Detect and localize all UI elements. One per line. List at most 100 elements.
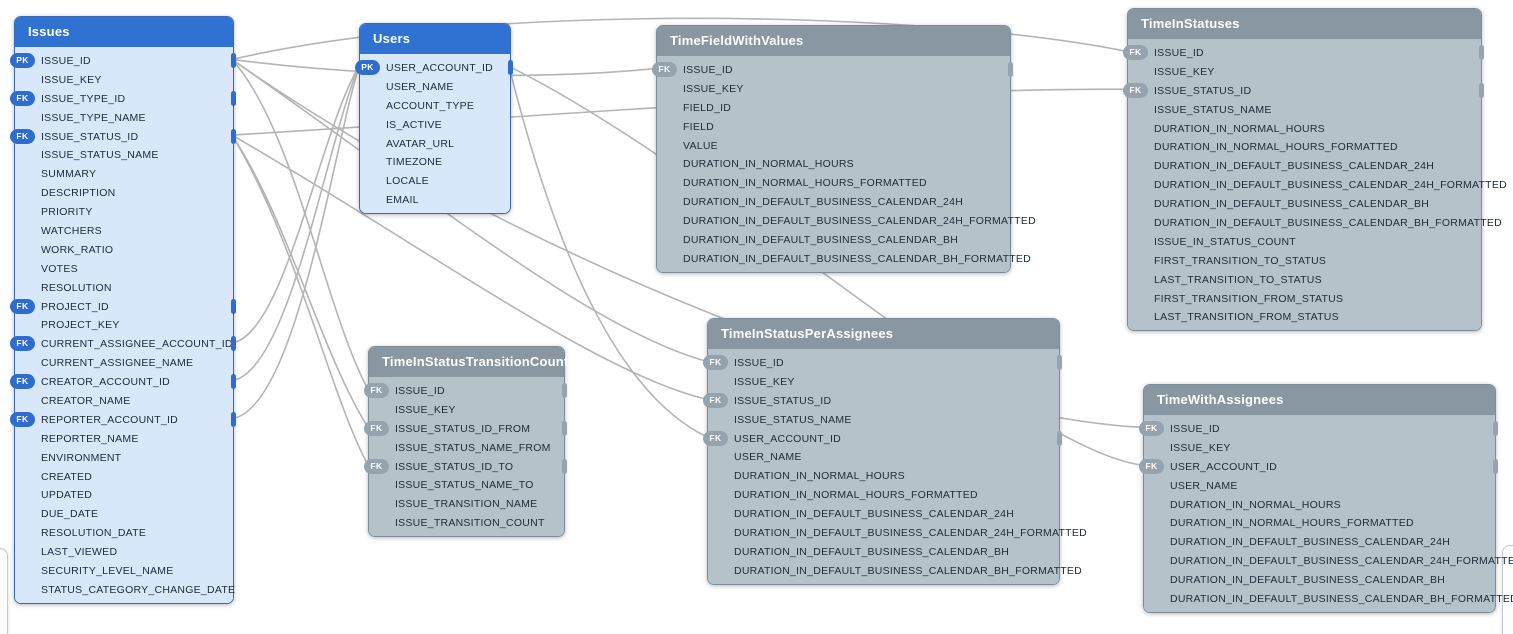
field-row-duration_in_default_business_calendar_24h_formatted[interactable]: DURATION_IN_DEFAULT_BUSINESS_CALENDAR_24… [708,523,1087,542]
field-row-last_transition_to_status[interactable]: LAST_TRANSITION_TO_STATUS [1128,270,1481,289]
field-row-duration_in_default_business_calendar_24h[interactable]: DURATION_IN_DEFAULT_BUSINESS_CALENDAR_24… [708,504,1059,523]
field-row-duration_in_normal_hours[interactable]: DURATION_IN_NORMAL_HOURS [1128,119,1481,138]
field-row-issue_key[interactable]: ISSUE_KEY [657,79,1010,98]
table-header-time-field-with-values[interactable]: TimeFieldWithValues [657,26,1010,56]
field-row-status_category_change_date[interactable]: STATUS_CATEGORY_CHANGE_DATE [15,580,235,599]
field-row-created[interactable]: CREATED [15,467,233,486]
field-row-last_transition_from_status[interactable]: LAST_TRANSITION_FROM_STATUS [1128,307,1481,326]
field-row-environment[interactable]: ENVIRONMENT [15,448,233,467]
field-row-duration_in_normal_hours[interactable]: DURATION_IN_NORMAL_HOURS [657,154,1010,173]
field-row-duration_in_normal_hours_formatted[interactable]: DURATION_IN_NORMAL_HOURS_FORMATTED [1144,513,1495,532]
field-row-work_ratio[interactable]: WORK_RATIO [15,240,233,259]
field-row-duration_in_default_business_calendar_bh_formatted[interactable]: DURATION_IN_DEFAULT_BUSINESS_CALENDAR_BH… [708,561,1082,580]
field-row-duration_in_default_business_calendar_bh_formatted[interactable]: DURATION_IN_DEFAULT_BUSINESS_CALENDAR_BH… [1144,589,1513,608]
field-row-field[interactable]: FIELD [657,117,1010,136]
field-row-issue_type_name[interactable]: ISSUE_TYPE_NAME [15,108,233,127]
field-row-issue_transition_count[interactable]: ISSUE_TRANSITION_COUNT [369,513,564,532]
field-row-email[interactable]: EMAIL [360,190,510,209]
field-row-issue_status_name_to[interactable]: ISSUE_STATUS_NAME_TO [369,475,564,494]
field-row-duration_in_normal_hours_formatted[interactable]: DURATION_IN_NORMAL_HOURS_FORMATTED [708,485,1059,504]
field-row-duration_in_default_business_calendar_24h_formatted[interactable]: DURATION_IN_DEFAULT_BUSINESS_CALENDAR_24… [1144,551,1513,570]
field-row-field_id[interactable]: FIELD_ID [657,98,1010,117]
field-row-duration_in_normal_hours_formatted[interactable]: DURATION_IN_NORMAL_HOURS_FORMATTED [657,173,1010,192]
table-header-time-in-statuses[interactable]: TimeInStatuses [1128,9,1481,39]
field-row-first_transition_to_status[interactable]: FIRST_TRANSITION_TO_STATUS [1128,251,1481,270]
field-row-issue_key[interactable]: ISSUE_KEY [1128,62,1481,81]
field-row-locale[interactable]: LOCALE [360,171,510,190]
field-row-issue_key[interactable]: ISSUE_KEY [708,372,1059,391]
field-row-issue_status_name[interactable]: ISSUE_STATUS_NAME [1128,100,1481,119]
field-row-resolution_date[interactable]: RESOLUTION_DATE [15,523,233,542]
field-row-duration_in_default_business_calendar_24h_formatted[interactable]: DURATION_IN_DEFAULT_BUSINESS_CALENDAR_24… [657,211,1036,230]
field-row-issue_key[interactable]: ISSUE_KEY [15,70,233,89]
field-row-last_viewed[interactable]: LAST_VIEWED [15,542,233,561]
field-row-summary[interactable]: SUMMARY [15,164,233,183]
field-row-duration_in_default_business_calendar_24h[interactable]: DURATION_IN_DEFAULT_BUSINESS_CALENDAR_24… [1144,532,1495,551]
field-row-description[interactable]: DESCRIPTION [15,183,233,202]
field-row-duration_in_default_business_calendar_bh[interactable]: DURATION_IN_DEFAULT_BUSINESS_CALENDAR_BH [657,230,1010,249]
field-row-timezone[interactable]: TIMEZONE [360,152,510,171]
field-row-user_name[interactable]: USER_NAME [360,77,510,96]
field-row-duration_in_default_business_calendar_24h[interactable]: DURATION_IN_DEFAULT_BUSINESS_CALENDAR_24… [1128,156,1481,175]
field-row-duration_in_default_business_calendar_24h_formatted[interactable]: DURATION_IN_DEFAULT_BUSINESS_CALENDAR_24… [1128,175,1507,194]
table-header-time-with-assignees[interactable]: TimeWithAssignees [1144,385,1495,415]
field-row-duration_in_default_business_calendar_24h[interactable]: DURATION_IN_DEFAULT_BUSINESS_CALENDAR_24… [657,192,1010,211]
field-row-security_level_name[interactable]: SECURITY_LEVEL_NAME [15,561,233,580]
field-row-user_name[interactable]: USER_NAME [1144,476,1495,495]
field-row-duration_in_default_business_calendar_bh[interactable]: DURATION_IN_DEFAULT_BUSINESS_CALENDAR_BH [1144,570,1495,589]
field-row-issue_transition_name[interactable]: ISSUE_TRANSITION_NAME [369,494,564,513]
field-row-due_date[interactable]: DUE_DATE [15,504,233,523]
table-header-time-in-status-transition-count[interactable]: TimeInStatusTransitionCount [369,347,568,377]
field-row-duration_in_default_business_calendar_bh[interactable]: DURATION_IN_DEFAULT_BUSINESS_CALENDAR_BH [708,542,1059,561]
field-row-resolution[interactable]: RESOLUTION [15,278,233,297]
field-row-is_active[interactable]: IS_ACTIVE [360,115,510,134]
field-row-current_assignee_name[interactable]: CURRENT_ASSIGNEE_NAME [15,353,233,372]
field-row-reporter_name[interactable]: REPORTER_NAME [15,429,233,448]
field-row-user_name[interactable]: USER_NAME [708,447,1059,466]
field-row-votes[interactable]: VOTES [15,259,233,278]
field-row-value[interactable]: VALUE [657,136,1010,155]
field-row-issue_key[interactable]: ISSUE_KEY [1144,438,1495,457]
field-row-issue_in_status_count[interactable]: ISSUE_IN_STATUS_COUNT [1128,232,1481,251]
field-row-duration_in_normal_hours[interactable]: DURATION_IN_NORMAL_HOURS [1144,495,1495,514]
table-header-time-in-status-per-assignees[interactable]: TimeInStatusPerAssignees [708,319,1059,349]
field-row-duration_in_default_business_calendar_bh_formatted[interactable]: DURATION_IN_DEFAULT_BUSINESS_CALENDAR_BH… [1128,213,1502,232]
field-row-updated[interactable]: UPDATED [15,485,233,504]
field-row-avatar_url[interactable]: AVATAR_URL [360,134,510,153]
field-row-creator_name[interactable]: CREATOR_NAME [15,391,233,410]
field-row-account_type[interactable]: ACCOUNT_TYPE [360,96,510,115]
field-row-duration_in_default_business_calendar_bh[interactable]: DURATION_IN_DEFAULT_BUSINESS_CALENDAR_BH [1128,194,1481,213]
field-row-first_transition_from_status[interactable]: FIRST_TRANSITION_FROM_STATUS [1128,289,1481,308]
field-row-issue_status_name[interactable]: ISSUE_STATUS_NAME [708,410,1059,429]
field-row-project_key[interactable]: PROJECT_KEY [15,315,233,334]
field-row-duration_in_default_business_calendar_bh_formatted[interactable]: DURATION_IN_DEFAULT_BUSINESS_CALENDAR_BH… [657,249,1031,268]
field-row-issue_key[interactable]: ISSUE_KEY [369,400,564,419]
field-row-watchers[interactable]: WATCHERS [15,221,233,240]
field-row-issue_status_name[interactable]: ISSUE_STATUS_NAME [15,145,233,164]
table-header-issues[interactable]: Issues [15,17,233,47]
